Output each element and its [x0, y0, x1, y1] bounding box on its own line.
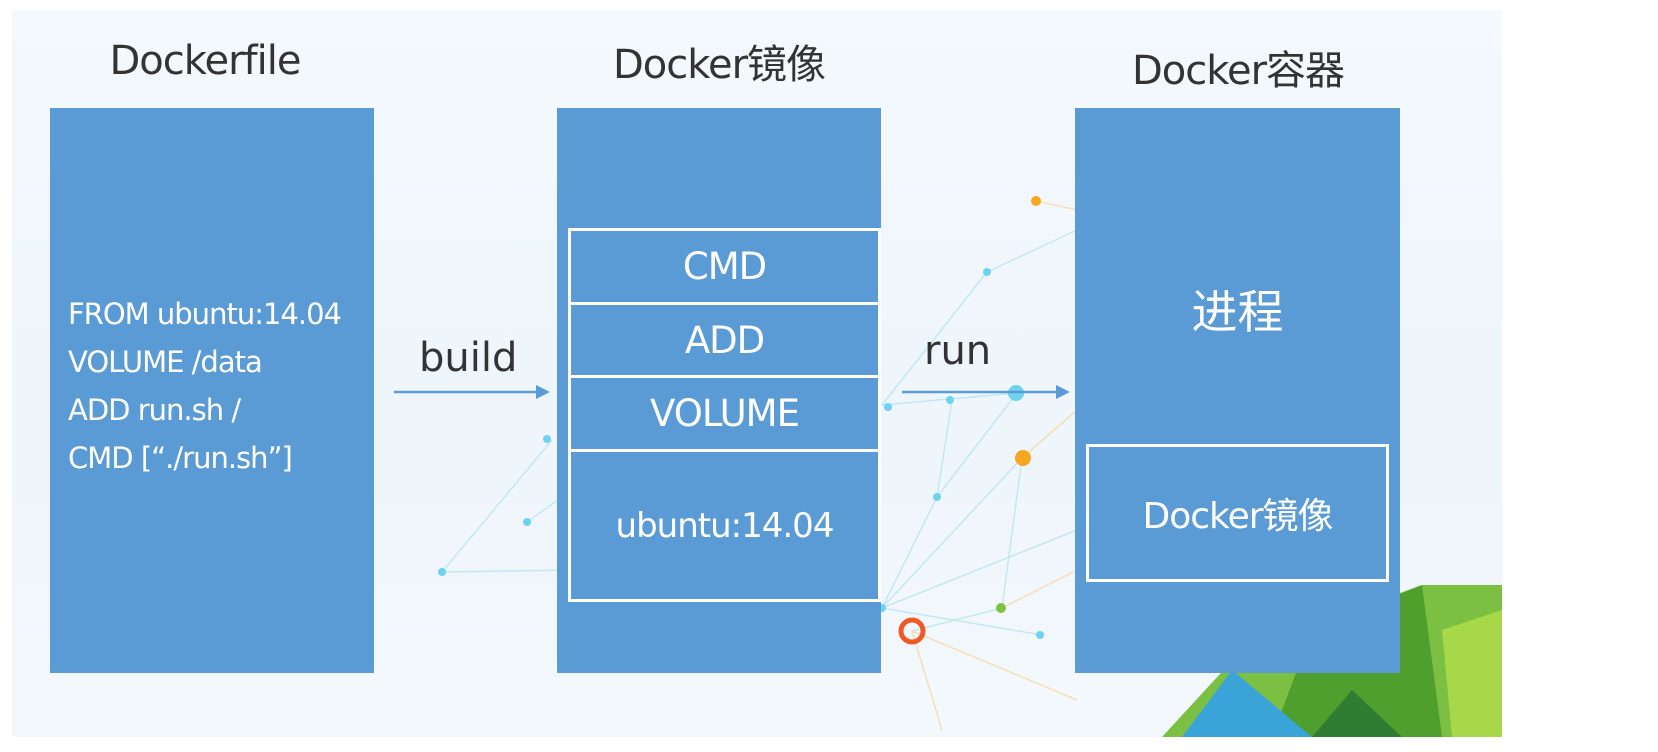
image-layer-cmd: CMD — [571, 231, 878, 305]
process-label: 进程 — [1191, 285, 1284, 339]
docker-container-panel: 进程 Docker镜像 — [1075, 108, 1400, 673]
dockerfile-line: CMD [“./run.sh”] — [68, 441, 293, 475]
diagram-canvas: Dockerfile Docker镜像 Docker容器 FROM ubuntu… — [12, 10, 1502, 737]
build-arrow — [394, 385, 550, 399]
run-label: run — [924, 328, 992, 374]
dockerfile-line: FROM ubuntu:14.04 — [68, 297, 342, 331]
docker-image-title: Docker镜像 — [612, 42, 826, 88]
dockerfile-instructions: FROM ubuntu:14.04 VOLUME /data ADD run.s… — [68, 290, 342, 482]
dockerfile-panel: FROM ubuntu:14.04 VOLUME /data ADD run.s… — [50, 108, 374, 673]
run-arrow — [902, 385, 1070, 399]
dockerfile-line: ADD run.sh / — [68, 393, 241, 427]
image-layer-stack: CMD ADD VOLUME ubuntu:14.04 — [568, 228, 881, 602]
dockerfile-line: VOLUME /data — [68, 345, 263, 379]
image-layer-base: ubuntu:14.04 — [615, 505, 835, 546]
image-layer-volume: VOLUME — [571, 378, 878, 452]
image-layer-add: ADD — [571, 305, 878, 378]
dockerfile-title: Dockerfile — [109, 38, 302, 84]
docker-container-title: Docker容器 — [1131, 48, 1345, 94]
build-label: build — [419, 335, 518, 381]
container-image-box: Docker镜像 — [1086, 444, 1389, 582]
docker-image-panel: CMD ADD VOLUME ubuntu:14.04 — [557, 108, 881, 673]
